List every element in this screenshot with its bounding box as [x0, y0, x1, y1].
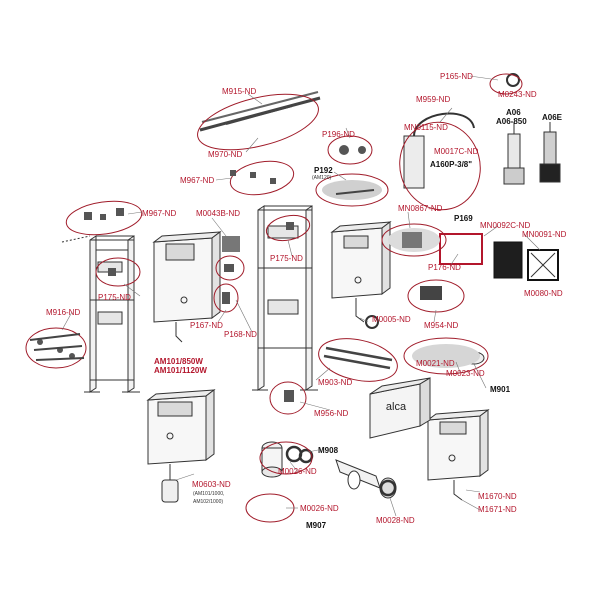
label-a06e: A06E [542, 113, 563, 122]
label-m954: M954-ND [424, 321, 459, 330]
label-m0005: M0005-ND [372, 315, 411, 324]
shade-m0021 [412, 344, 480, 368]
label-m0043b: M0043B-ND [196, 209, 241, 218]
label-m0243: M0243-ND [498, 90, 537, 99]
fill-valve-a06e [539, 122, 561, 183]
label-p192-sub: (AM120) [312, 175, 332, 181]
hardware-glyphs [37, 145, 442, 402]
label-m901: M901 [490, 385, 511, 394]
label-p169: P169 [454, 214, 473, 223]
label-m967-top: M967-ND [180, 176, 215, 185]
flush-plate-red [439, 233, 483, 265]
label-m0603-sub1: (AM101/1000, [193, 491, 225, 497]
label-p165: P165-ND [440, 72, 473, 81]
label-m915: M915-ND [222, 87, 257, 96]
fill-valve-a06 [503, 122, 525, 185]
label-a06: A06 [506, 108, 521, 117]
label-am101-1120w: AM101/1120W [154, 366, 207, 375]
label-p175-left: P175-ND [98, 293, 131, 302]
label-p192: P192 [314, 166, 333, 175]
label-m916: M916-ND [46, 308, 81, 317]
label-p167: P167-ND [190, 321, 223, 330]
label-m907: M907 [306, 521, 327, 530]
label-m903: M903-ND [318, 378, 353, 387]
label-m0021: M0021-ND [416, 359, 455, 368]
label-m0603-sub2: AM102/1000) [193, 499, 224, 505]
label-m956: M956-ND [314, 409, 349, 418]
label-p168: P168-ND [224, 330, 257, 339]
pipe-straight-m0028 [335, 459, 397, 499]
alca-logo: alca [386, 401, 407, 413]
screws [29, 105, 375, 361]
label-p175-mid: P175-ND [270, 254, 303, 263]
leader-lines [61, 75, 541, 517]
alca-box [369, 377, 431, 439]
callout-ellipses [25, 73, 523, 523]
label-m1671: M1671-ND [478, 505, 517, 514]
label-m967-left: M967-ND [142, 209, 177, 218]
cistern-bottom-left [146, 389, 216, 503]
cistern-center-right [330, 221, 392, 323]
label-mn0115: MN0115-ND [404, 123, 448, 132]
label-m1670: M1670-ND [478, 492, 517, 501]
label-p196: P196-ND [322, 130, 355, 139]
label-m970: M970-ND [208, 150, 243, 159]
label-m0026-top: M0026-ND [278, 467, 317, 476]
left-frame [61, 235, 140, 393]
label-m0603: M0603-ND [192, 480, 231, 489]
middle-frame [252, 205, 318, 391]
label-m0017c: M0017C-ND [434, 147, 479, 156]
label-mn0092c: MN0092C-ND [480, 221, 531, 230]
label-am101-850w: AM101/850W [154, 357, 203, 366]
label-m0026-bottom: M0026-ND [300, 504, 339, 513]
label-m0023: M0023-ND [446, 369, 485, 378]
label-m0080: M0080-ND [524, 289, 563, 298]
label-a06-850: A06-850 [496, 117, 527, 126]
label-p176: P176-ND [428, 263, 461, 272]
label-m908: M908 [318, 446, 339, 455]
cistern-center-left [152, 231, 222, 343]
label-m959: M959-ND [416, 95, 451, 104]
label-mn0867: MN0867-ND [398, 204, 443, 213]
shade-p192 [322, 180, 382, 200]
label-mn0091: MN0091-ND [522, 230, 567, 239]
label-a160p: A160P-3/8" [430, 160, 473, 169]
cistern-bottom-right [426, 409, 490, 501]
label-m0028: M0028-ND [376, 516, 415, 525]
flush-plate-black [493, 241, 523, 279]
